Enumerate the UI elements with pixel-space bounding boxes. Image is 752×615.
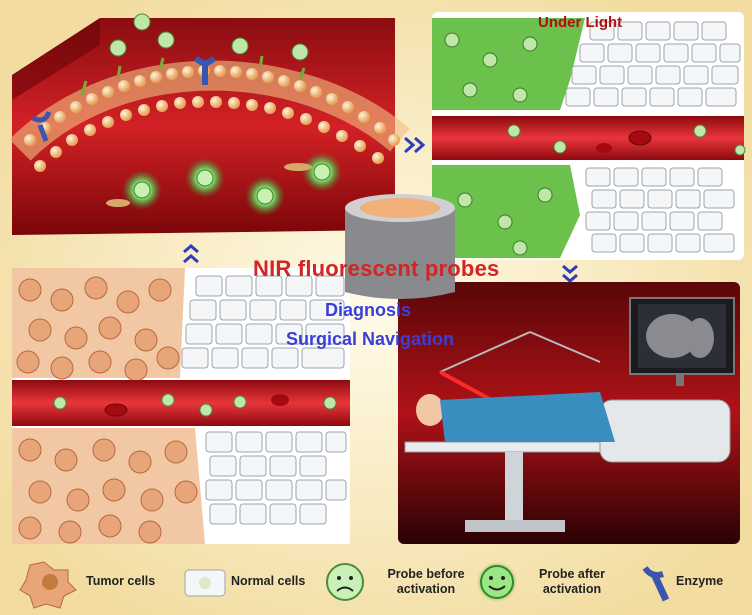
enzyme-icon bbox=[31, 55, 217, 142]
legend-probe-after-label: Probe after activation bbox=[539, 567, 605, 596]
membrane-panel bbox=[9, 13, 410, 235]
normal-cell-icon bbox=[184, 569, 226, 597]
surgical-panel bbox=[398, 282, 740, 544]
under-light-label: Under Light bbox=[538, 14, 623, 31]
center-title: NIR fluorescent probes bbox=[253, 256, 500, 281]
subtitle-diagnosis: Diagnosis bbox=[325, 300, 412, 320]
legend-normal-label: Normal cells bbox=[231, 574, 306, 588]
tumor-cell-icon bbox=[19, 561, 77, 609]
arrow-up-icon bbox=[183, 244, 199, 264]
probe-before-icon bbox=[326, 563, 364, 601]
arrow-right-icon bbox=[404, 136, 426, 154]
subtitle-surgical-navigation: Surgical Navigation bbox=[286, 329, 455, 349]
legend-bar bbox=[19, 561, 670, 609]
tissue-panel bbox=[12, 268, 350, 544]
under-light-panel bbox=[432, 12, 746, 260]
legend-tumor-label: Tumor cells bbox=[86, 574, 156, 588]
probe-after-icon bbox=[477, 562, 517, 602]
enzyme-legend-icon bbox=[642, 566, 670, 602]
arrow-down-icon bbox=[562, 264, 578, 283]
legend-enzyme-label: Enzyme bbox=[676, 574, 724, 588]
probe-vial-icon bbox=[345, 194, 455, 299]
legend-probe-before-label: Probe before activation bbox=[387, 567, 465, 596]
